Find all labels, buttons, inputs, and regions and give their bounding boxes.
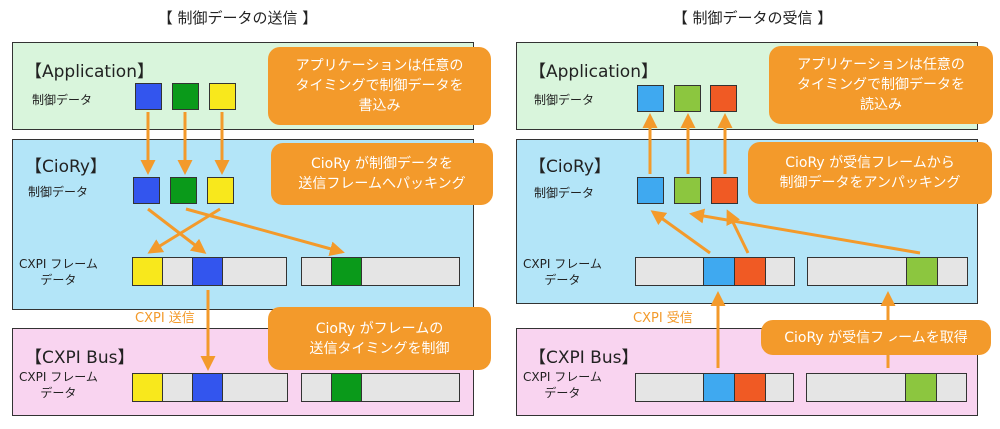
send-ciory-callout: CioRy が制御データを 送信フレームへパッキング (271, 143, 493, 205)
recv-ciory-square-blue (637, 177, 664, 204)
recv-bus-frame-2 (806, 373, 967, 402)
layer-name: 【Application】 (25, 62, 154, 82)
send-app-callout: アプリケーションは任意の タイミングで制御データを 書込み (268, 47, 491, 125)
receive-bus-callout: CioRy が受信フレームを取得 (761, 320, 991, 355)
recv-app-square-blue (637, 85, 664, 112)
send-ciory-frame-2 (301, 257, 460, 286)
layer-name: 【CXPI Bus】 (25, 348, 135, 368)
send-diagram-title: 【 制御データの送信 】 (157, 9, 318, 27)
frame-segment-green (906, 374, 937, 401)
control-data-label: 制御データ (534, 93, 595, 107)
control-data-label: 制御データ (534, 186, 595, 200)
frame-segment-empty (223, 258, 286, 285)
cxpi-frame-data-label: CXPI フレーム データ (19, 370, 98, 400)
send-bus-frame-1 (132, 373, 288, 402)
receive-app-callout: アプリケーションは任意の タイミングで制御データを 読込み (769, 46, 993, 124)
layer-name: 【CioRy】 (25, 157, 107, 177)
recv-ciory-square-red (711, 177, 738, 204)
cxpi-send-label: CXPI 送信 (135, 311, 195, 326)
recv-app-square-red (710, 85, 737, 112)
layer-name: 【CXPI Bus】 (529, 348, 639, 368)
frame-segment-empty (808, 258, 907, 285)
frame-segment-empty (223, 374, 287, 401)
frame-segment-empty (362, 374, 459, 401)
send-ciory-square-blue (133, 177, 160, 204)
frame-segment-red (735, 258, 766, 285)
frame-segment-yellow (133, 258, 163, 285)
recv-ciory-frame-1 (635, 257, 795, 286)
send-ciory-frame-1 (132, 257, 287, 286)
frame-segment-green (332, 258, 362, 285)
send-app-square-yellow (209, 83, 236, 110)
send-bus-frame-2 (301, 373, 460, 402)
send-ciory-square-green (170, 177, 197, 204)
layer-name: 【Application】 (529, 62, 658, 82)
send-app-square-green (172, 83, 199, 110)
frame-segment-empty (807, 374, 906, 401)
control-data-label: 制御データ (32, 93, 93, 107)
recv-bus-frame-1 (635, 373, 794, 402)
frame-segment-blue (704, 258, 735, 285)
cxpi-frame-data-label: CXPI フレーム データ (523, 257, 602, 287)
recv-app-square-green (674, 85, 701, 112)
frame-segment-red (735, 374, 766, 401)
frame-segment-empty (766, 374, 793, 401)
frame-segment-empty (937, 374, 966, 401)
frame-segment-empty (302, 258, 332, 285)
frame-segment-empty (163, 374, 193, 401)
frame-segment-green (332, 374, 362, 401)
frame-segment-empty (636, 374, 704, 401)
frame-segment-empty (636, 258, 704, 285)
control-data-label: 制御データ (28, 185, 89, 199)
send-bus-callout: CioRy がフレームの 送信タイミングを制御 (268, 307, 491, 370)
cxpi-receive-label: CXPI 受信 (633, 311, 693, 326)
send-ciory-square-yellow (207, 177, 234, 204)
cxpi-frame-data-label: CXPI フレーム データ (19, 257, 98, 287)
frame-segment-green (907, 258, 938, 285)
frame-segment-empty (362, 258, 459, 285)
cxpi-frame-data-label: CXPI フレーム データ (523, 370, 602, 400)
frame-segment-empty (938, 258, 967, 285)
layer-name: 【CioRy】 (529, 157, 611, 177)
receive-diagram-title: 【 制御データの受信 】 (672, 9, 833, 27)
send-app-square-blue (135, 83, 162, 110)
frame-segment-blue (193, 258, 223, 285)
frame-segment-blue (704, 374, 735, 401)
frame-segment-empty (302, 374, 332, 401)
frame-segment-blue (193, 374, 223, 401)
frame-segment-yellow (133, 374, 163, 401)
frame-segment-empty (163, 258, 193, 285)
recv-ciory-frame-2 (807, 257, 968, 286)
recv-ciory-square-green (674, 177, 701, 204)
receive-ciory-callout: CioRy が受信フレームから 制御データをアンパッキング (748, 142, 992, 204)
frame-segment-empty (766, 258, 794, 285)
